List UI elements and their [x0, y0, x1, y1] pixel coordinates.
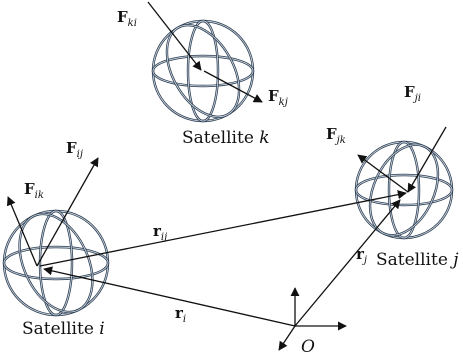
satellite-i: Satellite i — [2, 157, 110, 339]
origin-z-axis — [278, 325, 296, 351]
satellite-j: Satellite j — [354, 126, 459, 270]
position-i-arrow — [43, 266, 296, 327]
satellite-k-sphere — [151, 19, 255, 123]
origin-label: O — [301, 337, 315, 357]
force-j-i-label: Fji — [404, 83, 421, 104]
satellite-j-caption: Satellite j — [376, 250, 459, 270]
force-i-j-label: Fij — [66, 139, 83, 160]
force-j-k-label: Fjk — [326, 125, 346, 146]
force-k-j-arrow — [203, 70, 263, 103]
position-vectors — [39, 190, 407, 327]
relative-position-i-j-arrow — [39, 190, 407, 267]
force-j-i-arrow — [407, 126, 447, 193]
position-i-label: ri — [175, 304, 186, 325]
satellite-j-sphere — [354, 140, 454, 240]
relative-position-i-j-label: rij — [153, 222, 167, 243]
force-k-i-label: Fki — [117, 8, 137, 29]
satellite-k: Satellite k — [147, 1, 270, 148]
force-i-k-label: Fik — [24, 180, 44, 201]
force-i-k-arrow — [6, 196, 38, 267]
origin-axes: O — [278, 287, 347, 357]
force-i-j-arrow — [36, 157, 99, 267]
satellite-k-caption: Satellite k — [182, 128, 270, 148]
force-k-i-arrow — [147, 1, 202, 71]
force-j-k-arrow — [357, 154, 409, 193]
force-k-j-label: Fkj — [268, 87, 288, 108]
satellite-i-caption: Satellite i — [22, 319, 105, 339]
position-j-label: rj — [356, 245, 367, 266]
position-j-arrow — [294, 199, 401, 327]
satellite-i-sphere — [2, 209, 110, 317]
